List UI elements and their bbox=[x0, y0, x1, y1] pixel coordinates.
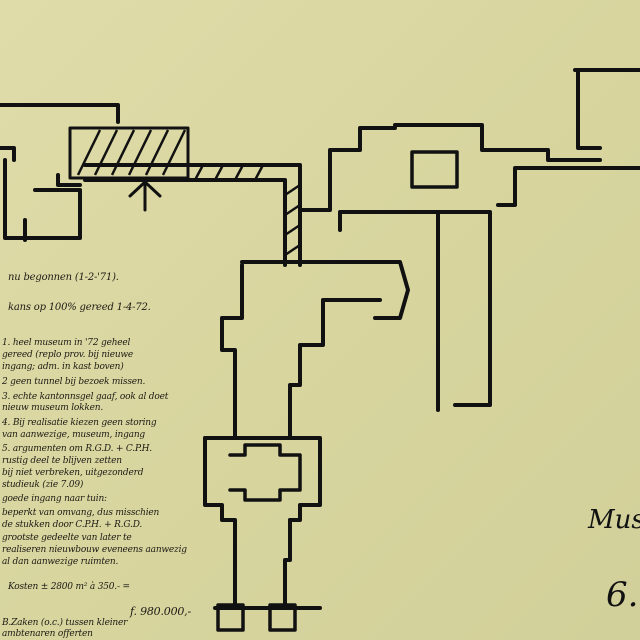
note-footer: B.Zaken (o.c.) tussen kleiner bbox=[2, 618, 128, 628]
note-item: ingang; adm. in kast boven) bbox=[2, 362, 124, 372]
plan-wall bbox=[496, 166, 640, 207]
plan-wall bbox=[0, 146, 16, 162]
plan-wall bbox=[338, 210, 492, 407]
note-item: van aanwezige, museum, ingang bbox=[2, 430, 145, 440]
plan-wall bbox=[56, 173, 82, 187]
plan-wall bbox=[240, 260, 410, 320]
note-item: de stukken door C.P.H. + R.G.D. bbox=[2, 520, 143, 530]
note-total: f. 980.000,- bbox=[130, 605, 191, 618]
note-item: gereed (replo prov. bij nieuwe bbox=[2, 350, 134, 360]
plan-wall bbox=[0, 103, 120, 124]
note-item: 1. heel museum in '72 geheel bbox=[2, 338, 131, 348]
note-item: 2 geen tunnel bij bezoek missen. bbox=[2, 377, 146, 387]
plan-wall bbox=[203, 436, 237, 610]
note-item: 5. argumenten om R.G.D. + C.P.H. bbox=[2, 444, 152, 454]
plan-wall bbox=[288, 298, 382, 440]
note-item: bij niet verbreken, uitgezonderd bbox=[2, 468, 144, 478]
note-item: beperkt van omvang, dus misschien bbox=[2, 508, 160, 518]
plan-wall bbox=[576, 68, 602, 150]
note-ready: kans op 100% gereed 1-4-72. bbox=[8, 302, 151, 313]
note-item: rustig deel te blijven zetten bbox=[2, 456, 122, 466]
note-started: nu begonnen (1-2-'71). bbox=[8, 272, 119, 283]
plan-wall bbox=[83, 163, 302, 267]
note-item: al dan aanwezige ruimten. bbox=[2, 557, 119, 567]
note-item: grootste gedeelte van later te bbox=[2, 533, 132, 543]
plan-wall bbox=[228, 443, 302, 502]
plan-wall bbox=[283, 518, 292, 610]
plan-wall bbox=[220, 263, 244, 440]
note-item: nieuw museum lokken. bbox=[2, 403, 104, 413]
plan-room bbox=[268, 603, 297, 632]
note-footer: ambtenaren offerten bbox=[2, 629, 93, 639]
plan-room bbox=[410, 150, 459, 189]
hatching bbox=[76, 129, 301, 257]
note-item: 4. Bij realisatie kiezen geen storing bbox=[2, 418, 157, 428]
note-item: realiseren nieuwbouw eveneens aanwezig bbox=[2, 545, 187, 555]
page-number: 6. bbox=[606, 575, 639, 615]
arrow-icon bbox=[128, 180, 162, 198]
plan-wall bbox=[203, 436, 322, 522]
margin-label: Mus bbox=[588, 505, 640, 535]
note-item: 3. echte kantonnsgel gaaf, ook al doet bbox=[2, 392, 169, 402]
plan-wall bbox=[298, 126, 397, 212]
plan-wall bbox=[83, 178, 287, 267]
plan-room bbox=[216, 603, 245, 632]
note-costs: Kosten ± 2800 m² à 350.- = bbox=[8, 582, 130, 592]
note-item: goede ingang naar tuin: bbox=[2, 494, 107, 504]
plan-wall bbox=[393, 123, 602, 162]
note-item: studieuk (zie 7.09) bbox=[2, 480, 84, 490]
plan-wall bbox=[3, 158, 82, 240]
